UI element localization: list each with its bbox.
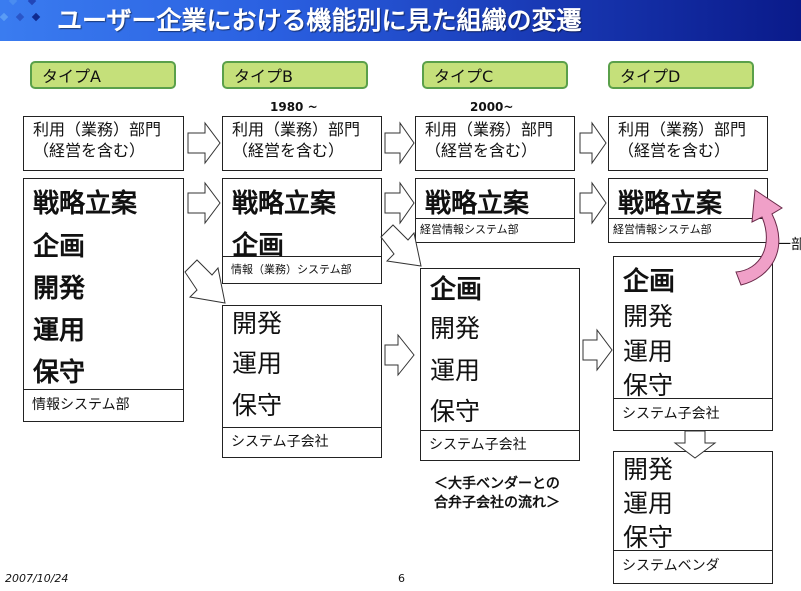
type-c-user-dept-box: 利用（業務）部門 （経営を含む） xyxy=(415,116,575,171)
diagonal-down-right-arrow-icon xyxy=(380,224,422,267)
user-dept-line2: （経営を含む） xyxy=(33,141,146,160)
function-maintenance: 保守 xyxy=(623,523,674,552)
function-maintenance: 保守 xyxy=(232,391,283,420)
type-b-year: 1980 ~ xyxy=(270,100,318,114)
type-c-upper-box: 戦略立案 経営情報システム部 xyxy=(415,178,575,243)
type-d-middle-box: 企画 開発 運用 保守 システム子会社 xyxy=(613,256,773,431)
right-arrow-icon xyxy=(187,181,221,225)
function-planning: 企画 xyxy=(33,232,86,262)
page-number: 6 xyxy=(398,572,405,585)
right-arrow-icon xyxy=(579,181,607,225)
curved-return-arrow-icon xyxy=(735,189,783,286)
function-strategy: 戦略立案 xyxy=(232,189,337,219)
user-dept-line1: 利用（業務）部門 xyxy=(425,120,554,139)
function-development: 開発 xyxy=(33,274,86,304)
org-mgmt-info-system-dept: 経営情報システム部 xyxy=(609,218,767,242)
org-system-subsidiary: システム子会社 xyxy=(223,427,381,457)
right-arrow-icon xyxy=(384,121,415,165)
partial-label: 一部 xyxy=(775,234,801,254)
user-dept-line2: （経営を含む） xyxy=(232,141,345,160)
org-mgmt-info-system-dept: 経営情報システム部 xyxy=(416,218,574,242)
footer-date: 2007/10/24 xyxy=(5,572,69,585)
type-d-vendor-box: 開発 運用 保守 システムベンダ xyxy=(613,451,773,584)
type-c-lower-box: 企画 開発 運用 保守 システム子会社 xyxy=(420,268,580,461)
function-development: 開発 xyxy=(623,455,674,484)
diagonal-down-right-arrow-icon xyxy=(184,259,226,304)
user-dept-line1: 利用（業務）部門 xyxy=(33,120,162,139)
function-operation: 運用 xyxy=(430,356,481,385)
note-line1: ＜大手ベンダーとの xyxy=(434,476,560,492)
org-info-system-dept: 情報システム部 xyxy=(24,389,183,421)
type-b-user-dept-box: 利用（業務）部門 （経営を含む） xyxy=(222,116,382,171)
note-line2: 合弁子会社の流れ＞ xyxy=(434,495,560,511)
function-strategy: 戦略立案 xyxy=(425,189,530,219)
function-strategy: 戦略立案 xyxy=(618,189,723,219)
function-operation: 運用 xyxy=(232,349,283,378)
right-arrow-icon xyxy=(582,328,613,372)
right-arrow-icon xyxy=(384,181,415,225)
type-d-label: タイプD xyxy=(608,61,754,89)
user-dept-line2: （経営を含む） xyxy=(618,141,731,160)
slide-title: ユーザー企業における機能別に見た組織の変遷 xyxy=(57,6,582,35)
type-a-function-box: 戦略立案 企画 開発 運用 保守 情報システム部 xyxy=(23,178,184,422)
slide-header: ユーザー企業における機能別に見た組織の変遷 xyxy=(0,0,801,41)
function-maintenance: 保守 xyxy=(430,397,481,426)
user-dept-line1: 利用（業務）部門 xyxy=(618,120,747,139)
function-maintenance: 保守 xyxy=(623,371,674,400)
function-operation: 運用 xyxy=(33,316,86,346)
function-development: 開発 xyxy=(623,302,674,331)
function-development: 開発 xyxy=(232,309,283,338)
org-system-vendor: システムベンダ xyxy=(614,550,772,583)
type-b-lower-box: 開発 運用 保守 システム子会社 xyxy=(222,305,382,458)
type-c-label: タイプC xyxy=(422,61,568,89)
function-operation: 運用 xyxy=(623,337,674,366)
org-system-subsidiary: システム子会社 xyxy=(421,430,579,460)
type-b-upper-box: 戦略立案 企画 情報（業務）システム部 xyxy=(222,178,382,284)
right-arrow-icon xyxy=(579,121,607,165)
org-info-business-system-dept: 情報（業務）システム部 xyxy=(223,256,381,283)
right-arrow-icon xyxy=(187,121,221,165)
type-d-user-dept-box: 利用（業務）部門 （経営を含む） xyxy=(608,116,768,171)
org-system-subsidiary: システム子会社 xyxy=(614,398,772,430)
type-a-label: タイプA xyxy=(30,61,176,89)
user-dept-line1: 利用（業務）部門 xyxy=(232,120,361,139)
function-planning: 企画 xyxy=(623,267,676,297)
type-c-year: 2000~ xyxy=(470,100,514,114)
type-a-user-dept-box: 利用（業務）部門 （経営を含む） xyxy=(23,116,184,171)
joint-venture-note: ＜大手ベンダーとの 合弁子会社の流れ＞ xyxy=(434,475,560,513)
down-arrow-icon xyxy=(673,430,717,459)
user-dept-line2: （経営を含む） xyxy=(425,141,538,160)
function-development: 開発 xyxy=(430,314,481,343)
function-strategy: 戦略立案 xyxy=(33,189,138,219)
type-d-upper-box: 戦略立案 経営情報システム部 xyxy=(608,178,768,243)
function-maintenance: 保守 xyxy=(33,358,86,388)
function-operation: 運用 xyxy=(623,489,674,518)
type-b-label: タイプB xyxy=(222,61,368,89)
right-arrow-icon xyxy=(384,333,415,377)
function-planning: 企画 xyxy=(430,275,483,305)
